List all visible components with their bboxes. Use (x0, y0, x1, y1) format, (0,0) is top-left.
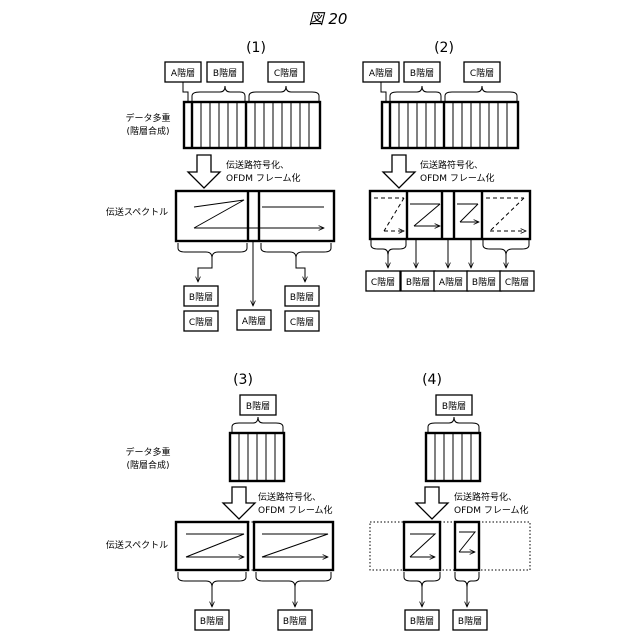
brace-b (192, 86, 245, 101)
coding-label: 伝送路符号化、 (420, 159, 483, 171)
output-label: C階層 (290, 317, 314, 328)
panel-number: (1) (246, 40, 266, 56)
layer-c-label: C階層 (470, 68, 494, 79)
spectrum-block (176, 191, 334, 241)
panel-4: (4) B階層 伝送路符号化、 OFDM フレーム化 (370, 372, 530, 630)
coding-sublabel: OFDM フレーム化 (420, 172, 495, 184)
panel-number: (3) (233, 372, 253, 388)
coding-label: 伝送路符号化、 (258, 491, 321, 503)
coding-arrow (188, 155, 220, 188)
output-label: C階層 (505, 277, 529, 288)
arrow-out-right (296, 258, 305, 282)
layer-b-label: B階層 (442, 401, 466, 412)
layer-b-label: B階層 (410, 68, 434, 79)
brace-right (455, 572, 479, 587)
coding-sublabel: OFDM フレーム化 (454, 504, 529, 516)
output-label: B階層 (472, 277, 496, 288)
data-mux-label: データ多重 (125, 446, 170, 458)
mux-block (230, 433, 284, 481)
panel-number: (2) (434, 40, 454, 56)
coding-arrow (383, 155, 415, 188)
brace-left (178, 572, 246, 587)
mux-block (426, 433, 480, 481)
data-mux-label: データ多重 (125, 112, 170, 124)
output-label: B階層 (290, 292, 314, 303)
mux-block (382, 102, 518, 148)
spectrum-label: 伝送スペクトル (106, 539, 168, 551)
brace-left (404, 572, 440, 587)
coding-arrow (416, 487, 448, 519)
panel-1: (1) A階層 B階層 C階層 データ多 (106, 40, 334, 331)
brace-c (249, 86, 319, 101)
coding-arrow (223, 487, 255, 519)
mux-block (184, 102, 320, 148)
brace-c-right (483, 240, 529, 255)
brace-c (445, 86, 517, 101)
brace-right (261, 243, 331, 258)
output-label: B階層 (458, 616, 482, 627)
output-label: A階層 (242, 316, 266, 327)
brace-c-left (371, 240, 406, 255)
coding-sublabel: OFDM フレーム化 (226, 172, 301, 184)
layer-a-label: A階層 (171, 68, 195, 79)
panel-number: (4) (422, 372, 442, 388)
connector-a (183, 82, 188, 101)
data-mux-sublabel: (階層合成) (126, 459, 169, 471)
panel-2: (2) A階層 B階層 C階層 伝送路符号化、 OF (363, 40, 534, 291)
panel-3: (3) B階層 データ多重 (階層合成) 伝送路符号化、 OFDM フレーム化 … (106, 372, 333, 630)
connector-a (381, 82, 386, 101)
spectrum-block (370, 191, 530, 239)
output-label: C階層 (371, 277, 395, 288)
spectrum-block (176, 522, 333, 570)
coding-sublabel: OFDM フレーム化 (258, 504, 333, 516)
arrow-out-left (198, 258, 212, 282)
output-label: C階層 (189, 317, 213, 328)
output-label: B階層 (200, 616, 224, 627)
layer-b-label: B階層 (246, 401, 270, 412)
output-label: B階層 (283, 616, 307, 627)
output-label: B階層 (410, 616, 434, 627)
coding-label: 伝送路符号化、 (454, 491, 517, 503)
layer-c-label: C階層 (274, 68, 298, 79)
brace-b (232, 417, 283, 432)
brace-left (178, 243, 247, 258)
figure-title: 図 20 (309, 10, 348, 28)
output-label: A階層 (439, 277, 463, 288)
brace-right (256, 572, 331, 587)
layer-b-label: B階層 (213, 68, 237, 79)
brace-b (428, 417, 479, 432)
data-mux-sublabel: (階層合成) (126, 125, 169, 137)
spectrum-label: 伝送スペクトル (106, 206, 168, 218)
brace-b (390, 86, 441, 101)
output-label: B階層 (189, 292, 213, 303)
output-label: B階層 (406, 277, 430, 288)
spectrum-block (370, 522, 530, 570)
coding-label: 伝送路符号化、 (226, 159, 289, 171)
layer-a-label: A階層 (369, 68, 393, 79)
